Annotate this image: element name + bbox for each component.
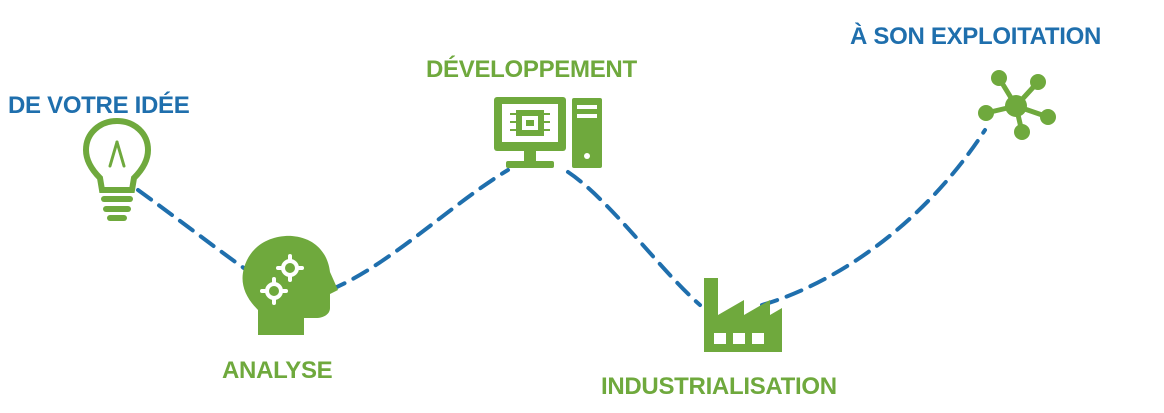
computer-chip-icon <box>494 97 602 168</box>
factory-icon <box>704 278 782 352</box>
step-label-exploitation: À SON EXPLOITATION <box>850 23 1102 50</box>
step-label-industrialisation: INDUSTRIALISATION <box>601 373 837 400</box>
step-label-analysis: ANALYSE <box>222 357 333 384</box>
journey-path <box>136 128 987 307</box>
network-hub-icon <box>978 70 1056 140</box>
head-gears-icon <box>242 235 338 335</box>
step-label-idea: DE VOTRE IDÉE <box>8 92 190 119</box>
lightbulb-icon <box>82 117 152 221</box>
step-label-development: DÉVELOPPEMENT <box>426 56 637 83</box>
